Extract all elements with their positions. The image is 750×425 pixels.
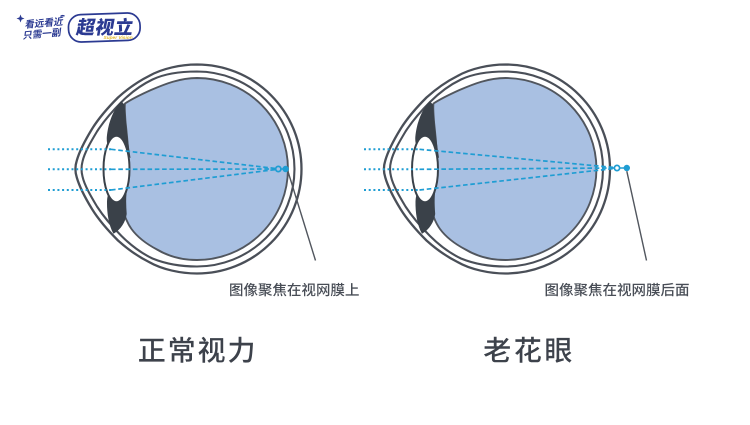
svg-text:Super Vision: Super Vision	[104, 35, 133, 41]
